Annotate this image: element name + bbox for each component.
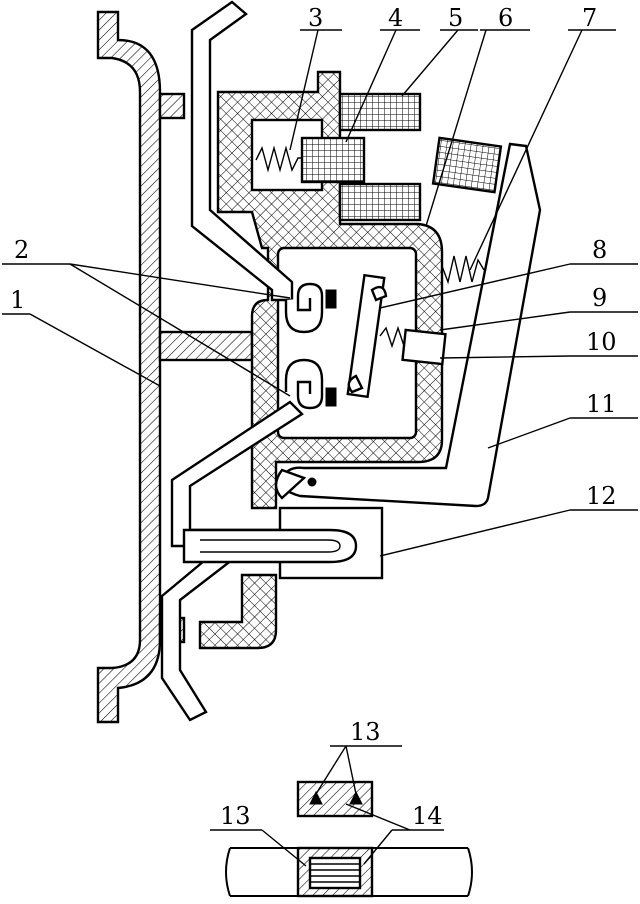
bottom-detail [225,780,473,898]
spring-3 [255,145,302,173]
pushrod [379,325,447,366]
armature-lever [274,136,542,508]
callout-10: 10 [586,328,617,356]
contact-hooks [284,282,337,410]
callout-2: 2 [14,236,29,264]
callout-12: 12 [586,482,617,510]
upper-conductor [190,0,294,302]
callout-13-top: 13 [350,718,381,746]
plunger-core [300,136,366,184]
callout-5: 5 [448,4,463,32]
leader-lines [2,29,638,867]
moving-contact [346,273,388,399]
callout-11: 11 [586,390,617,418]
callout-4: 4 [388,4,403,32]
callout-6: 6 [498,4,513,32]
callout-8: 8 [592,236,607,264]
spring-7 [441,255,485,285]
callout-3: 3 [308,4,323,32]
callout-13-bottom: 13 [220,802,251,830]
callout-9: 9 [592,284,607,312]
callout-7: 7 [582,4,597,32]
callout-1: 1 [10,286,25,314]
clip-block [182,506,384,580]
callout-14: 14 [412,802,443,830]
